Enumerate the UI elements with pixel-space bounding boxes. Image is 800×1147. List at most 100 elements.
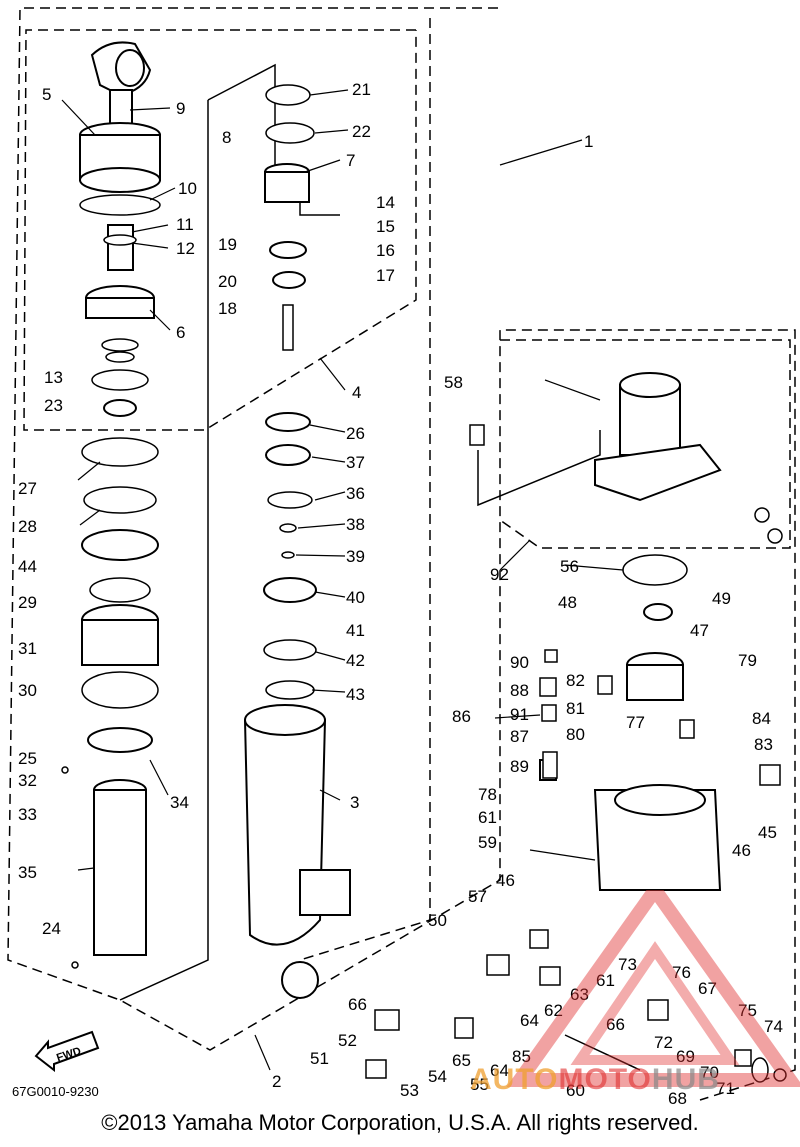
callout-35: 35 — [18, 863, 37, 882]
callout-11: 11 — [176, 215, 194, 234]
callout-91: 91 — [510, 705, 529, 724]
callout-51: 51 — [310, 1049, 329, 1068]
callout-58: 58 — [444, 373, 463, 392]
leader-lines — [61, 89, 624, 1071]
left-cylinder-parts — [61, 41, 161, 969]
callout-26: 26 — [346, 424, 365, 443]
callout-92: 92 — [490, 565, 509, 584]
callout-49: 49 — [712, 589, 731, 608]
callout-77: 77 — [626, 713, 645, 732]
callout-56: 56 — [560, 557, 579, 576]
callout-78: 78 — [478, 785, 497, 804]
callout-59: 59 — [478, 833, 497, 852]
callout-17: 17 — [376, 266, 395, 285]
callout-84: 84 — [752, 709, 771, 728]
callout-74: 74 — [764, 1017, 783, 1036]
callout-87: 87 — [510, 727, 529, 746]
callout-72: 72 — [654, 1033, 673, 1052]
callout-6: 6 — [176, 323, 185, 342]
callout-38: 38 — [346, 515, 365, 534]
callout-32: 32 — [18, 771, 37, 790]
callout-25: 25 — [18, 749, 37, 768]
callout-23: 23 — [44, 396, 63, 415]
callout-5: 5 — [42, 85, 51, 104]
callout-28: 28 — [18, 517, 37, 536]
callout-69: 69 — [676, 1047, 695, 1066]
callout-73: 73 — [618, 955, 637, 974]
callout-48: 48 — [558, 593, 577, 612]
callout-1: 1 — [584, 132, 593, 151]
callout-42: 42 — [346, 651, 365, 670]
callout-82: 82 — [566, 671, 585, 690]
watermark-part-auto: AUTO — [470, 1063, 559, 1096]
callout-79: 79 — [738, 651, 757, 670]
callout-4: 4 — [352, 383, 361, 402]
callout-20: 20 — [218, 272, 237, 291]
document-code: 67G0010-9230 — [12, 1084, 99, 1099]
callout-67: 67 — [698, 979, 717, 998]
callout-65: 65 — [452, 1051, 471, 1070]
callout-60: 60 — [566, 1081, 585, 1100]
callout-57: 57 — [468, 887, 487, 906]
callout-86: 86 — [452, 707, 471, 726]
callout-45: 45 — [758, 823, 777, 842]
callout-66b: 66 — [606, 1015, 625, 1034]
callout-83: 83 — [754, 735, 773, 754]
callout-63: 63 — [570, 985, 589, 1004]
bottom-valve-parts — [365, 929, 787, 1083]
callout-80: 80 — [566, 725, 585, 744]
callout-46b: 46 — [496, 871, 515, 890]
callout-33: 33 — [18, 805, 37, 824]
callout-22: 22 — [352, 122, 371, 141]
callout-8: 8 — [222, 128, 231, 147]
callout-70: 70 — [700, 1063, 719, 1082]
callout-68: 68 — [668, 1089, 687, 1108]
callout-47: 47 — [690, 621, 709, 640]
callout-52: 52 — [338, 1031, 357, 1050]
callout-90: 90 — [510, 653, 529, 672]
callout-81: 81 — [566, 699, 585, 718]
callout-71: 71 — [716, 1079, 735, 1098]
callout-46: 46 — [732, 841, 751, 860]
callout-64b: 64 — [490, 1061, 509, 1080]
callout-27: 27 — [18, 479, 37, 498]
callout-54: 54 — [428, 1067, 447, 1086]
callout-39: 39 — [346, 547, 365, 566]
callout-34: 34 — [170, 793, 189, 812]
callout-62: 62 — [544, 1001, 563, 1020]
callout-2: 2 — [272, 1072, 281, 1091]
callout-41: 41 — [346, 621, 365, 640]
callout-3: 3 — [350, 793, 359, 812]
callout-44: 44 — [18, 557, 37, 576]
callout-75: 75 — [738, 1001, 757, 1020]
callout-85: 85 — [512, 1047, 531, 1066]
callout-30: 30 — [18, 681, 37, 700]
callout-66: 66 — [348, 995, 367, 1014]
callout-13: 13 — [44, 368, 63, 387]
callout-64: 64 — [520, 1011, 539, 1030]
callout-labels: 1 2 3 4 5 6 7 8 9 10 11 12 13 14 15 16 1… — [18, 80, 783, 1108]
callout-88: 88 — [510, 681, 529, 700]
callout-37: 37 — [346, 453, 365, 472]
callout-16: 16 — [376, 241, 395, 260]
fwd-arrow-icon: FWD — [34, 1030, 100, 1072]
callout-43: 43 — [346, 685, 365, 704]
callout-7: 7 — [346, 151, 355, 170]
callout-76: 76 — [672, 963, 691, 982]
callout-61b: 61 — [596, 971, 615, 990]
callout-19: 19 — [218, 235, 237, 254]
callout-14: 14 — [376, 193, 395, 212]
right-motor-pump-parts — [469, 372, 783, 891]
callout-9: 9 — [176, 99, 185, 118]
callout-29: 29 — [18, 593, 37, 612]
callout-10: 10 — [178, 179, 197, 198]
callout-12: 12 — [176, 239, 195, 258]
callout-15: 15 — [376, 217, 395, 236]
callout-31: 31 — [18, 639, 37, 658]
callout-40: 40 — [346, 588, 365, 607]
watermark-part-hub: HUB — [651, 1063, 720, 1096]
callout-89: 89 — [510, 757, 529, 776]
watermark-text: AUTOMOTOHUB — [470, 1063, 720, 1097]
callout-21: 21 — [352, 80, 371, 99]
